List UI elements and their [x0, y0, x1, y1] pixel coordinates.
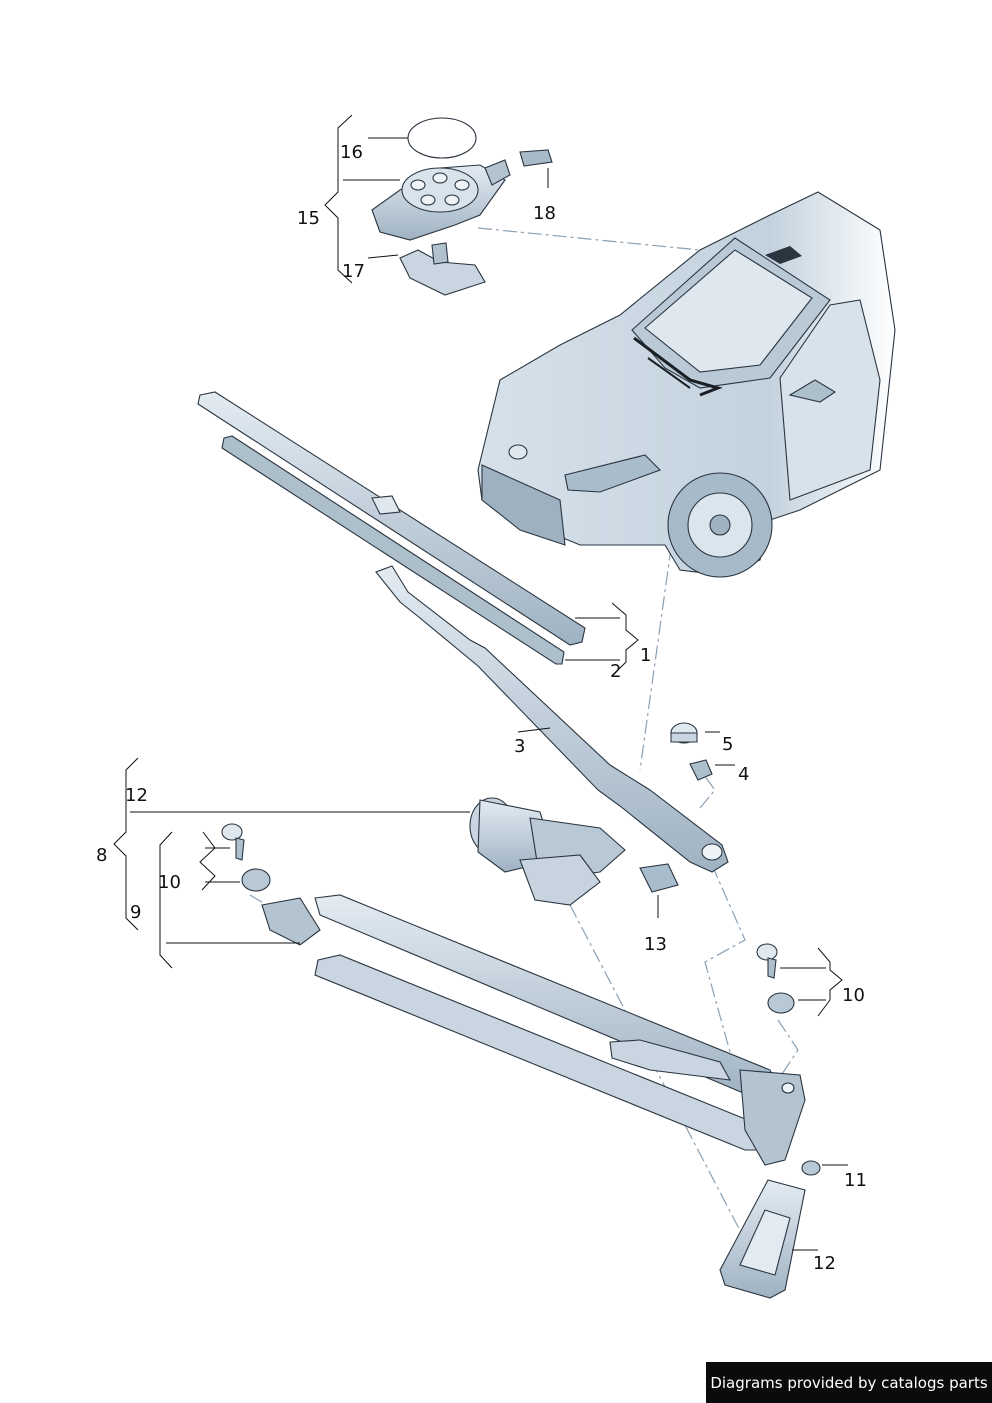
linkage-frame	[261, 894, 806, 1166]
bracket	[719, 1179, 806, 1299]
label-3: 3	[514, 736, 525, 757]
callout-labels: 16 15 17 18 1 2 3 5 4 12 8 10 9 13 10 11…	[96, 142, 867, 1274]
label-1: 1	[640, 645, 651, 666]
wiper-blades	[197, 391, 586, 665]
label-8: 8	[96, 845, 107, 866]
label-10-right: 10	[842, 985, 865, 1006]
credit-banner: Diagrams provided by catalogs parts	[706, 1362, 992, 1403]
label-4: 4	[738, 764, 749, 785]
fasteners	[221, 823, 821, 1176]
label-5: 5	[722, 734, 733, 755]
leader-lines	[113, 114, 848, 1251]
label-9: 9	[130, 902, 141, 923]
label-12-bracket: 12	[813, 1253, 836, 1274]
label-13: 13	[644, 934, 667, 955]
label-10-left: 10	[158, 872, 181, 893]
label-16: 16	[340, 142, 363, 163]
label-2: 2	[610, 661, 621, 682]
label-12-motor: 12	[125, 785, 148, 806]
label-11: 11	[844, 1170, 867, 1191]
label-17: 17	[342, 261, 365, 282]
wiper-arm	[375, 565, 729, 873]
cap-and-nut	[670, 722, 713, 781]
label-18: 18	[533, 203, 556, 224]
rain-sensor-group	[371, 117, 553, 296]
label-15: 15	[297, 208, 320, 229]
wiper-motor	[469, 797, 679, 906]
car-illustration	[477, 191, 896, 578]
